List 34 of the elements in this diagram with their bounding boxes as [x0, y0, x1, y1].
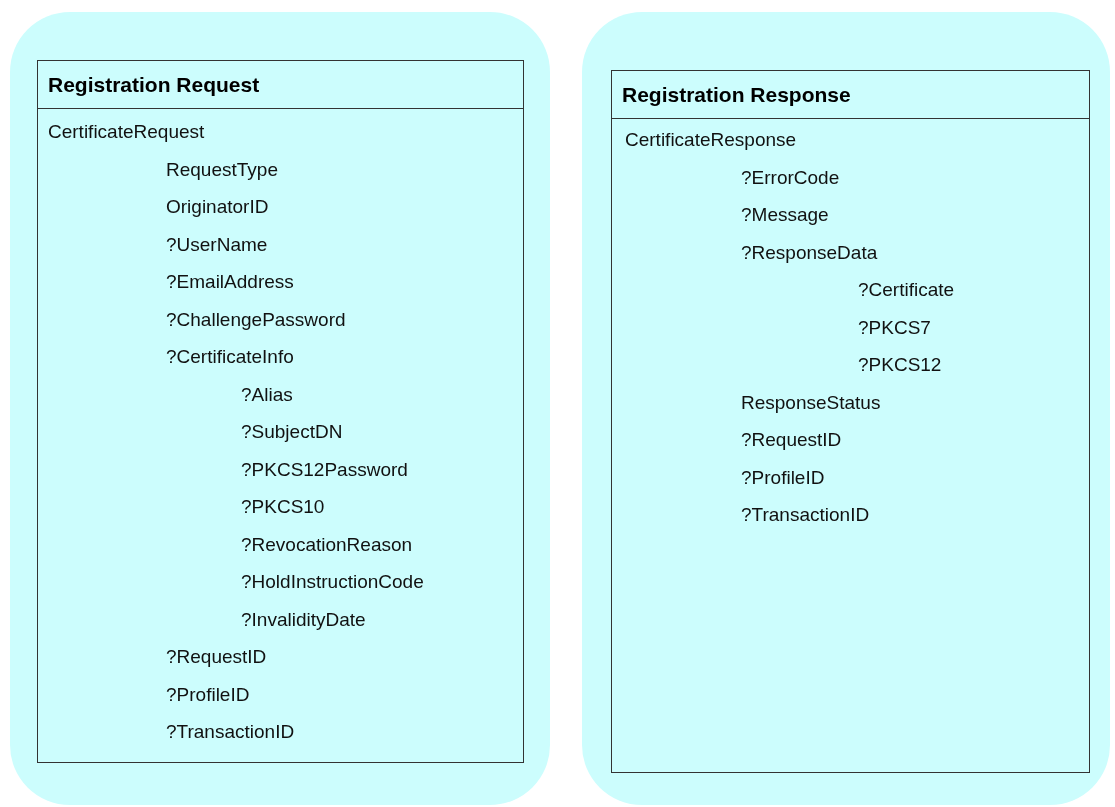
field-name: ?TransactionID	[741, 504, 870, 526]
field-name: ?PKCS12Password	[241, 458, 408, 481]
field-name: ?PKCS7	[858, 316, 931, 339]
panel-background	[582, 12, 1110, 805]
panel-background	[10, 12, 550, 805]
field-name: ?ResponseData	[741, 241, 878, 264]
field-name: ?UserName	[166, 233, 268, 256]
field-name: ?ProfileID	[166, 683, 250, 706]
field-name: ?RequestID	[166, 646, 267, 668]
field-name: ?TransactionID	[166, 721, 295, 743]
field-name: ?HoldInstructionCode	[241, 571, 424, 593]
table-heading: Registration Response	[612, 71, 1089, 119]
field-name: ?ErrorCode	[741, 166, 840, 189]
field-name: ?EmailAddress	[166, 271, 294, 293]
field-name: ?InvalidityDate	[241, 608, 366, 631]
field-name: ?Alias	[241, 383, 293, 406]
field-name: ?ChallengePassword	[166, 308, 346, 331]
table-box	[37, 60, 524, 763]
field-name: ?PKCS12	[858, 354, 942, 376]
table-heading: Registration Request	[38, 61, 523, 109]
field-name: ?Message	[741, 204, 829, 226]
field-name: CertificateResponse	[625, 129, 797, 151]
field-name: ?Certificate	[858, 279, 955, 301]
field-name: ?CertificateInfo	[166, 346, 294, 368]
field-name: ?RequestID	[741, 429, 842, 451]
field-name: ?PKCS10	[241, 496, 325, 518]
field-name: ?ProfileID	[741, 466, 825, 489]
field-name: RequestType	[166, 158, 278, 181]
table-box	[611, 70, 1090, 773]
field-name: ?RevocationReason	[241, 533, 413, 556]
field-name: OriginatorID	[166, 196, 269, 218]
field-name: CertificateRequest	[48, 121, 205, 143]
field-name: ?SubjectDN	[241, 421, 343, 443]
field-name: ResponseStatus	[741, 391, 881, 414]
